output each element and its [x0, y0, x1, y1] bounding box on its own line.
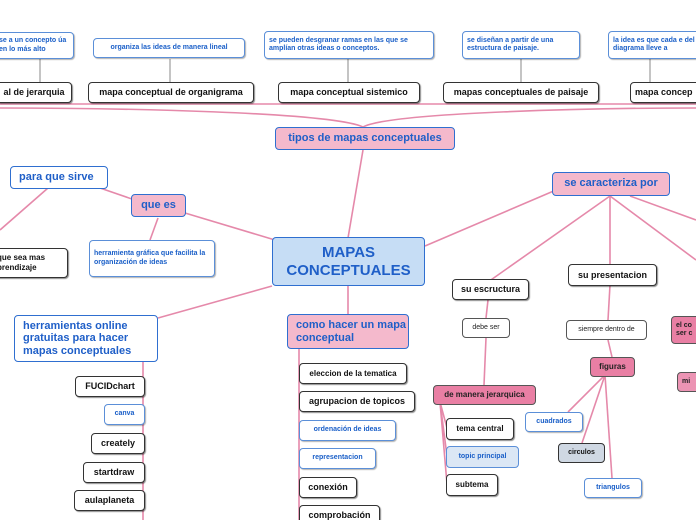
triangulos-node[interactable]: triangulos — [584, 478, 642, 498]
tipos-desc-3[interactable]: se pueden desgranar ramas en las que se … — [264, 31, 434, 59]
step-eleccion[interactable]: eleccion de la tematica — [299, 363, 407, 384]
jerarquica-node[interactable]: de manera jerarquica — [433, 385, 536, 405]
tool-aulaplaneta[interactable]: aulaplaneta — [74, 490, 145, 511]
tipos-desc-4[interactable]: se diseñan a partir de una estructura de… — [462, 31, 580, 59]
right-clipped-node-1[interactable]: el co ser c — [671, 316, 696, 344]
para-que-sirve-item[interactable]: que sea mas prendizaje — [0, 248, 68, 278]
tipos-desc-2[interactable]: organiza las ideas de manera lineal — [93, 38, 245, 58]
step-conexion[interactable]: conexión — [299, 477, 357, 498]
step-comprobacion[interactable]: comprobación — [299, 505, 380, 520]
tipo-clipped[interactable]: mapa concep — [630, 82, 696, 103]
tipo-paisaje[interactable]: mapas conceptuales de paisaje — [443, 82, 599, 103]
central-topic[interactable]: MAPAS CONCEPTUALES — [272, 237, 425, 286]
tipo-sistemico[interactable]: mapa conceptual sistemico — [278, 82, 420, 103]
tipo-organigrama[interactable]: mapa conceptual de organigrama — [88, 82, 254, 103]
right-clipped-node-2[interactable]: mi — [677, 372, 696, 392]
step-representacion[interactable]: representacion — [299, 448, 376, 469]
herramientas-node[interactable]: herramientas online gratuitas para hacer… — [14, 315, 158, 362]
tipos-node[interactable]: tipos de mapas conceptuales — [275, 127, 455, 150]
siempre-dentro-node[interactable]: siempre dentro de — [566, 320, 647, 340]
topic-principal-node[interactable]: topic principal — [446, 446, 519, 468]
tool-canva[interactable]: canva — [104, 404, 145, 425]
figuras-node[interactable]: figuras — [590, 357, 635, 377]
tool-startdraw[interactable]: startdraw — [83, 462, 145, 483]
para-que-sirve-node[interactable]: para que sirve — [10, 166, 108, 189]
step-ordenacion[interactable]: ordenación de ideas — [299, 420, 396, 441]
circulos-node[interactable]: circulos — [558, 443, 605, 463]
tool-fucidchart[interactable]: FUCIDchart — [75, 376, 145, 397]
como-hacer-node[interactable]: como hacer un mapa conceptual — [287, 314, 409, 349]
tool-creately[interactable]: creately — [91, 433, 145, 454]
tema-central-node[interactable]: tema central — [446, 418, 514, 440]
tipos-desc-5[interactable]: la idea es que cada e del diagrama lleve… — [608, 31, 696, 59]
cuadrados-node[interactable]: cuadrados — [525, 412, 583, 432]
que-es-node[interactable]: que es — [131, 194, 186, 217]
su-presentacion-node[interactable]: su presentacion — [568, 264, 657, 286]
debe-ser-node[interactable]: debe ser — [462, 318, 510, 338]
step-agrupacion[interactable]: agrupacion de topicos — [299, 391, 415, 412]
subtema-node[interactable]: subtema — [446, 474, 498, 496]
tipos-desc-1[interactable]: se a un concepto úa en lo más alto — [0, 32, 74, 59]
tipo-jerarquia[interactable]: al de jerarquia — [0, 82, 72, 103]
que-es-desc[interactable]: herramienta gráfica que facilita la orga… — [89, 240, 215, 277]
se-caracteriza-node[interactable]: se caracteriza por — [552, 172, 670, 196]
su-escructura-node[interactable]: su escructura — [452, 279, 529, 300]
